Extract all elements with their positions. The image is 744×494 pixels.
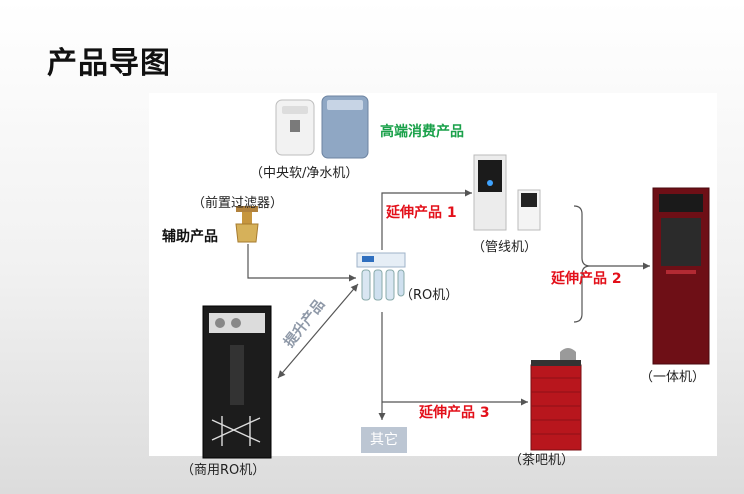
integrated-dispenser-icon — [652, 187, 710, 365]
edge-commercial-ro — [277, 283, 359, 379]
label-auxiliary: 辅助产品 — [162, 229, 218, 245]
node-other: 其它 — [361, 427, 407, 453]
node-prefilter: （前置过滤器） — [192, 196, 284, 211]
node-pipeline: （管线机） — [472, 240, 538, 255]
prefilter-valve-icon — [235, 206, 259, 243]
tea-bar-icon — [530, 348, 582, 451]
pipeline-dispenser-icon — [473, 154, 541, 231]
node-ro: （RO机） — [400, 288, 459, 303]
node-tea-bar: （茶吧机） — [509, 453, 575, 468]
label-high-end: 高端消费产品 — [380, 124, 464, 140]
ext2-brace — [573, 205, 591, 323]
label-ext3: 延伸产品 3 — [419, 405, 490, 421]
ro-purifier-icon — [356, 252, 406, 301]
commercial-ro-cabinet-icon — [202, 305, 272, 459]
label-ext2: 延伸产品 2 — [551, 271, 622, 287]
page-title: 产品导图 — [47, 46, 171, 81]
node-commercial-ro: （商用RO机） — [181, 463, 266, 478]
node-integrated: （一体机） — [640, 370, 706, 385]
label-ext1: 延伸产品 1 — [386, 205, 457, 221]
edge-prefilter-ro — [247, 244, 356, 282]
softener-icon — [275, 95, 369, 159]
node-central-softener: （中央软/净水机） — [250, 166, 359, 181]
edge-ro-pipeline — [381, 189, 472, 250]
